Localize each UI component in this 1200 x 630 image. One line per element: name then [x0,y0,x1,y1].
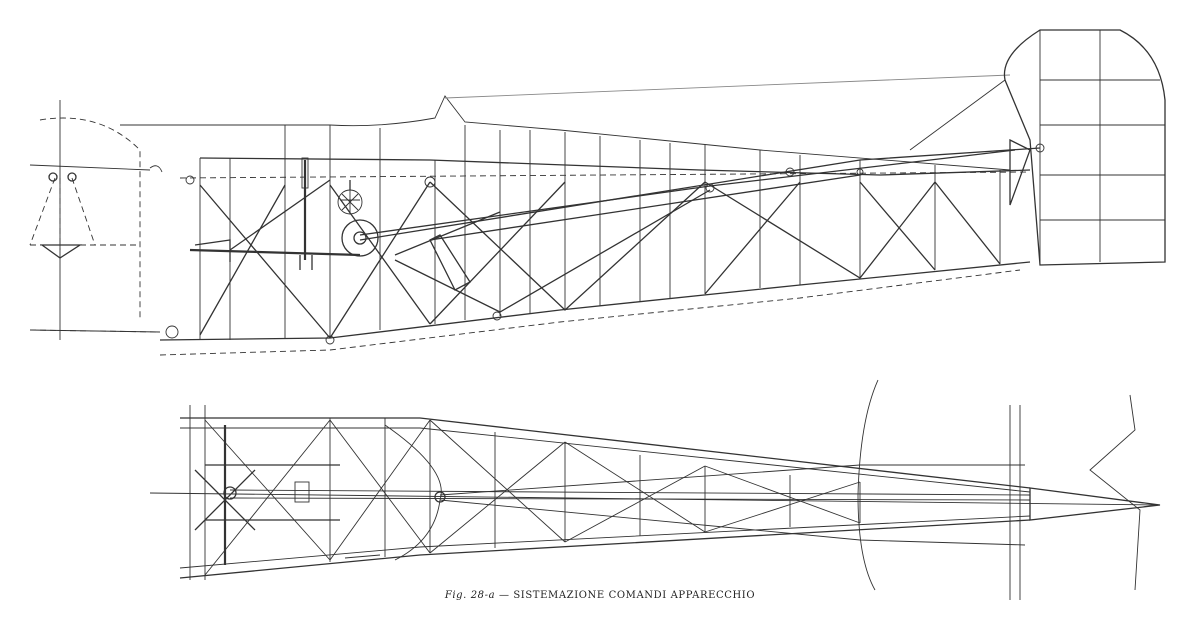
side-elevation-view [29,29,1166,356]
figure-number: Fig. 28-a [444,590,496,601]
nose-cowling [29,100,163,340]
control-cables [359,147,1041,313]
plan-tail [857,379,1161,600]
rudder-fin [909,29,1166,266]
control-stick [189,157,361,270]
plan-view [149,379,1161,600]
plan-upper-edge [180,417,1031,489]
plan-controls [194,425,446,565]
cockpit-arc [384,424,442,561]
fittings [165,167,864,345]
plan-frames [189,405,861,580]
diagonal-bracing [199,179,1001,339]
top-decking-line [120,95,1011,171]
control-wheel [337,180,379,257]
figure-title: SISTEMAZIONE COMANDI APPARECCHIO [513,590,756,601]
upper-longeron [199,157,1031,176]
lower-longeron [159,261,1031,341]
caption-separator: — [498,590,510,601]
tailplane-section [429,234,471,291]
figure-caption: Fig. 28-a — SISTEMAZIONE COMANDI APPAREC… [0,590,1200,601]
plan-lower-edge [179,519,1031,579]
vertical-struts [199,125,1001,340]
plan-cables [229,464,1031,546]
